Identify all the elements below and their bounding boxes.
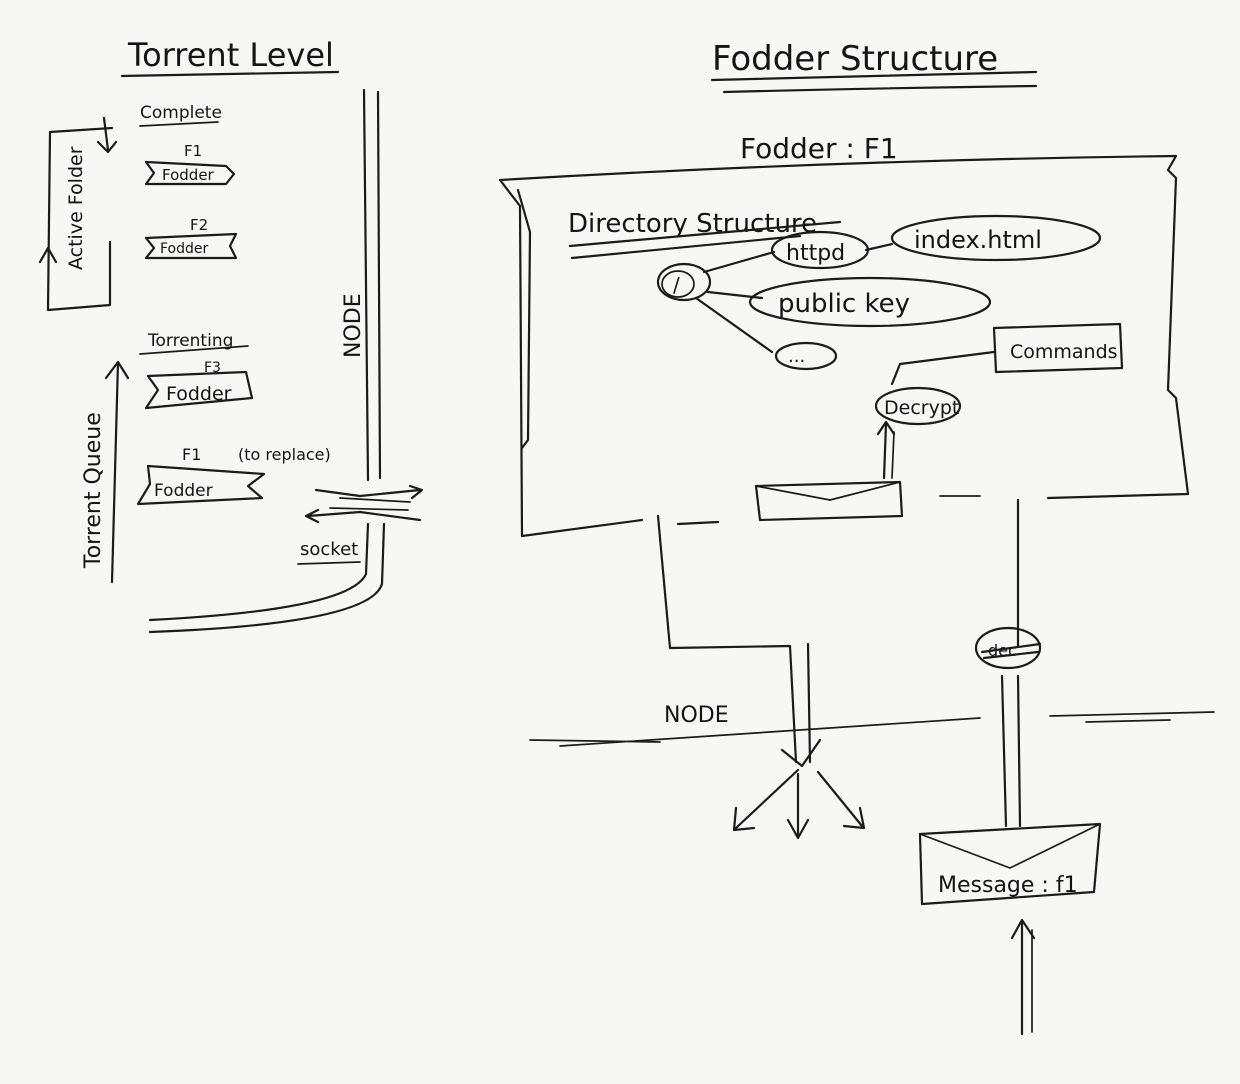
broadcast-arrow-down-icon bbox=[786, 772, 810, 840]
pipe-out-arrow-icon bbox=[780, 642, 822, 768]
bracket-arrow-down-icon bbox=[96, 116, 118, 154]
pipe-right-lower-2 bbox=[1016, 674, 1022, 828]
arrow-to-decrypt-shadow bbox=[891, 431, 895, 479]
node-boundary-right bbox=[1049, 711, 1215, 723]
public-key-node-outline bbox=[748, 276, 992, 328]
socket-label: socket bbox=[300, 539, 358, 560]
fodder-structure-title: Fodder Structure bbox=[712, 39, 998, 79]
node-label-right: NODE bbox=[664, 703, 729, 728]
dec-strike bbox=[980, 642, 1042, 660]
fodder-container-inner-wall bbox=[516, 188, 532, 450]
edge-root-more bbox=[694, 296, 774, 354]
gate-envelope bbox=[754, 480, 904, 522]
torrenting-underline bbox=[139, 345, 249, 355]
public-key-node-label: public key bbox=[778, 289, 910, 319]
folder-tag-f1-replace bbox=[136, 464, 266, 506]
root-node-label: / bbox=[673, 273, 680, 297]
node-boundary-left bbox=[529, 717, 981, 747]
directory-structure-label: Directory Structure bbox=[568, 209, 817, 239]
bracket-arrow-up-icon bbox=[38, 246, 58, 264]
incoming-arrow-icon bbox=[1010, 918, 1036, 1036]
node-wall-right-line bbox=[376, 90, 382, 480]
arrow-to-decrypt-icon bbox=[876, 420, 896, 480]
socket-slots bbox=[329, 497, 411, 511]
fodder-structure-section: Fodder Structure Fodder : F1 Directory S… bbox=[498, 39, 1215, 1036]
root-node-inner bbox=[661, 270, 695, 298]
gate-envelope-flap bbox=[755, 481, 901, 501]
fodder-structure-underline-2 bbox=[722, 84, 1038, 94]
complete-underline bbox=[139, 121, 219, 127]
index-node-outline bbox=[890, 214, 1102, 262]
folder-tag-f3 bbox=[144, 370, 254, 410]
edge-httpd-index bbox=[864, 242, 894, 252]
directory-underline-1 bbox=[568, 220, 842, 248]
fodder-structure-underline-1 bbox=[710, 70, 1038, 82]
folder-tag-f1 bbox=[144, 160, 236, 186]
title-underline bbox=[120, 70, 340, 78]
active-folder-label: Active Folder bbox=[65, 146, 87, 270]
torrent-queue-arrow-icon bbox=[104, 360, 130, 584]
more-node-outline bbox=[774, 341, 838, 371]
fodder-container-outline-top bbox=[498, 154, 1190, 500]
fodder-container-label: Fodder : F1 bbox=[740, 132, 898, 165]
broadcast-arrow-right-icon bbox=[816, 770, 866, 830]
folder-id-f1-replace: F1 bbox=[182, 445, 201, 464]
broadcast-arrow-left-icon bbox=[732, 768, 800, 832]
torrent-level-section: Torrent Level Complete Active Folder F1 … bbox=[38, 36, 424, 634]
pipe-left-cap bbox=[676, 520, 720, 526]
pipe-inner bbox=[148, 522, 386, 634]
edge-commands-decrypt bbox=[890, 350, 996, 386]
node-label-left: NODE bbox=[341, 293, 366, 358]
folder-label-f2: Fodder bbox=[160, 241, 209, 257]
folder-id-f1: F1 bbox=[184, 142, 202, 160]
folder-label-f1-replace: Fodder bbox=[154, 481, 213, 501]
to-replace-note: (to replace) bbox=[238, 445, 331, 464]
edge-root-httpd bbox=[702, 250, 776, 274]
folder-label-f3: Fodder bbox=[166, 383, 232, 405]
folder-id-f3: F3 bbox=[204, 360, 221, 376]
fodder-container-outline-left bbox=[498, 178, 644, 538]
torrent-queue-label: Torrent Queue bbox=[81, 412, 106, 569]
dec-node-outline bbox=[974, 626, 1042, 670]
pipe-left-outer bbox=[656, 514, 798, 764]
complete-label: Complete bbox=[140, 103, 222, 123]
message-envelope bbox=[918, 822, 1102, 906]
decrypt-node-label: Decrypt bbox=[884, 397, 959, 419]
socket-underline bbox=[297, 561, 361, 565]
commands-label: Commands bbox=[1010, 341, 1118, 363]
decrypt-node-outline bbox=[874, 386, 962, 426]
pipe-right-lower-1 bbox=[1000, 674, 1008, 828]
root-node-outline bbox=[656, 262, 712, 302]
torrent-level-title: Torrent Level bbox=[127, 36, 334, 74]
active-folder-bracket bbox=[46, 126, 114, 312]
folder-label-f1: Fodder bbox=[162, 166, 215, 184]
socket-arrow-left-icon bbox=[304, 508, 422, 524]
httpd-node-label: httpd bbox=[786, 241, 845, 266]
message-envelope-flap bbox=[919, 823, 1101, 869]
node-wall-left-line bbox=[362, 88, 370, 482]
pipe-outer bbox=[148, 522, 370, 622]
commands-box bbox=[992, 322, 1124, 374]
torrenting-label: Torrenting bbox=[147, 331, 233, 351]
message-label: Message : f1 bbox=[938, 873, 1078, 898]
directory-underline-2 bbox=[570, 234, 802, 260]
socket-arrow-right-icon bbox=[314, 484, 424, 500]
folder-tag-f2 bbox=[144, 232, 238, 260]
httpd-node-outline bbox=[770, 230, 870, 270]
index-node-label: index.html bbox=[914, 226, 1042, 254]
folder-id-f2: F2 bbox=[190, 216, 208, 234]
more-node-label: ... bbox=[788, 346, 805, 367]
